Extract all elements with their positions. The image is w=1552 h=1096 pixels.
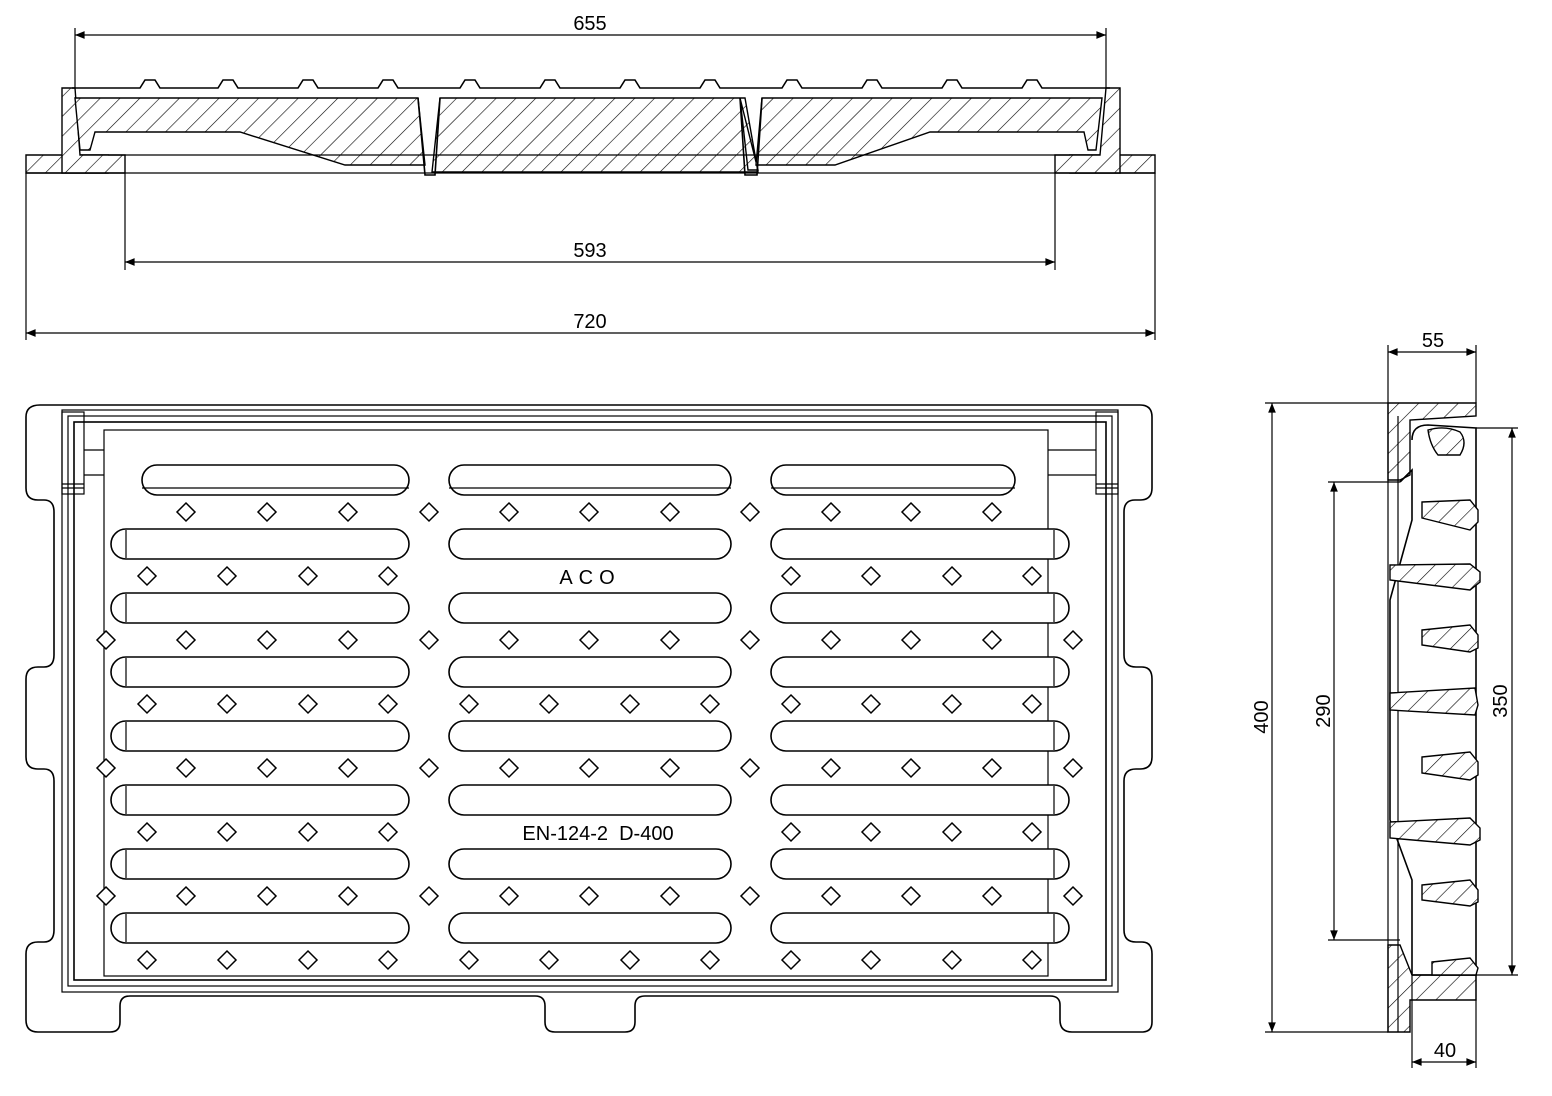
dim-400: 400 xyxy=(1251,700,1273,733)
dim-720: 720 xyxy=(573,311,606,333)
frame-outline xyxy=(25,404,1153,1033)
plan-view: ACO EN-124-2 D-400 xyxy=(25,404,1153,1033)
side-section-view: 55 40 400 290 350 xyxy=(1251,330,1518,1068)
slot xyxy=(110,784,410,816)
dim-655: 655 xyxy=(573,13,606,35)
slot xyxy=(110,848,410,880)
slot xyxy=(770,848,1070,880)
slot xyxy=(448,592,732,624)
grate-middle-section xyxy=(431,97,759,173)
slot xyxy=(110,912,410,944)
slot xyxy=(770,464,1016,496)
slot xyxy=(448,784,732,816)
dim-593: 593 xyxy=(573,240,606,262)
dim-40: 40 xyxy=(1434,1040,1456,1062)
slot xyxy=(770,912,1070,944)
slot xyxy=(770,528,1070,560)
slot xyxy=(770,656,1070,688)
slot xyxy=(770,592,1070,624)
slot xyxy=(448,528,732,560)
dim-55: 55 xyxy=(1422,330,1444,352)
dim-290: 290 xyxy=(1313,694,1335,727)
slot xyxy=(770,784,1070,816)
diamond-pattern xyxy=(95,501,1084,971)
grate-top-profile xyxy=(72,79,1110,89)
slot xyxy=(448,720,732,752)
dim-350: 350 xyxy=(1490,684,1512,717)
slot xyxy=(141,464,410,496)
slot xyxy=(448,848,732,880)
section-view: 655 593 720 xyxy=(25,13,1156,340)
slot xyxy=(110,656,410,688)
slot xyxy=(110,592,410,624)
slot xyxy=(448,656,732,688)
slot xyxy=(448,464,732,496)
grate-right-section xyxy=(755,97,1103,166)
slot xyxy=(110,528,410,560)
slot xyxy=(448,912,732,944)
standard-marking: EN-124-2 D-400 xyxy=(522,823,673,845)
brand-marking: ACO xyxy=(559,567,620,589)
slot xyxy=(770,720,1070,752)
frame-side-profile xyxy=(1387,402,1477,481)
slot xyxy=(110,720,410,752)
